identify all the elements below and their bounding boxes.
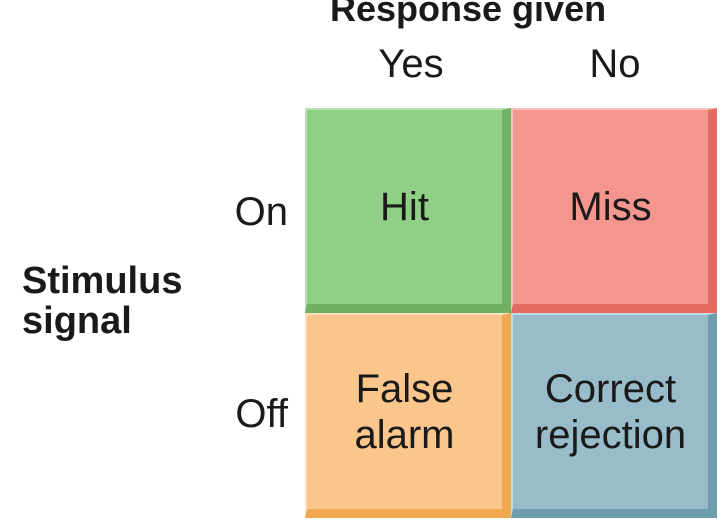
cell-false-alarm-line1: False: [355, 367, 454, 411]
stimulus-signal-label-line1: Stimulus: [22, 260, 183, 302]
cell-miss: Miss: [511, 108, 717, 313]
signal-detection-matrix: Hit Miss False alarm Correct rejection: [305, 108, 717, 518]
cell-false-alarm-line2: alarm: [354, 413, 455, 457]
cell-hit-label: Hit: [380, 185, 429, 229]
row-label-on: On: [234, 190, 288, 234]
row-label-off: Off: [235, 392, 288, 436]
column-label-no: No: [589, 42, 641, 86]
cell-false-alarm-label: False alarm: [354, 366, 454, 458]
response-given-title: Response given: [330, 0, 607, 29]
stimulus-signal-label-line2: signal: [22, 299, 132, 342]
cell-false-alarm: False alarm: [305, 313, 511, 518]
cell-miss-label: Miss: [569, 185, 652, 229]
cell-correct-rejection-line1: Correct: [544, 367, 677, 411]
stimulus-signal-label: Stimulus signal: [22, 260, 183, 342]
column-label-yes: Yes: [378, 42, 444, 86]
cell-correct-rejection: Correct rejection: [511, 313, 717, 518]
cell-correct-rejection-label: Correct rejection: [535, 366, 686, 458]
cell-hit: Hit: [305, 108, 511, 313]
cell-correct-rejection-line2: rejection: [534, 413, 687, 457]
